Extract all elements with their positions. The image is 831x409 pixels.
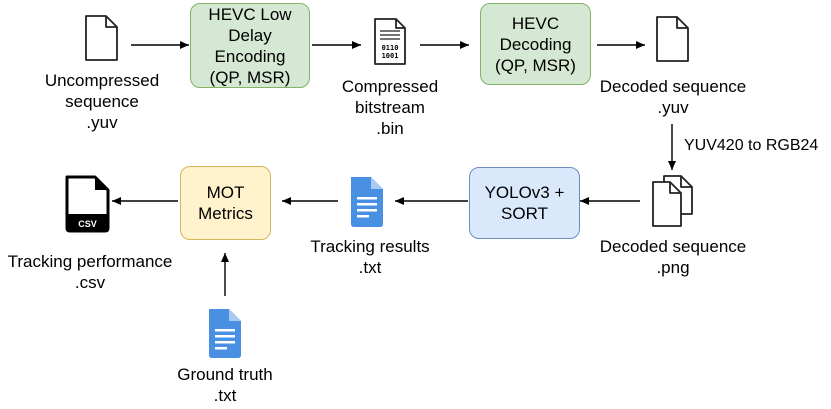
decoded-yuv-line-1: Decoded sequence — [599, 77, 747, 96]
file-icon — [656, 16, 689, 62]
decoded-png-line-1: Decoded sequence — [599, 237, 747, 256]
text-document-icon — [351, 177, 383, 227]
decoded-yuv-line-2: .yuv — [657, 98, 689, 117]
tracking-results-label: Tracking results .txt — [290, 236, 450, 278]
tracking-results-line-1: Tracking results — [310, 237, 430, 256]
ground-truth-line-2: .txt — [213, 386, 237, 405]
mot-metrics-box: MOT Metrics — [180, 166, 271, 240]
uncompressed-label: Uncompressed sequence .yuv — [22, 70, 182, 133]
hevc-decoding-box: HEVC Decoding (QP, MSR) — [480, 3, 591, 85]
yolo-sort-line-2: SORT — [501, 204, 548, 223]
tracking-performance-label: Tracking performance .csv — [0, 251, 180, 293]
csv-badge-text: CSV — [78, 219, 97, 229]
mot-metrics-line-1: MOT — [206, 183, 245, 202]
hevc-decoding-line-2: Decoding — [499, 34, 572, 54]
text-document-icon — [209, 309, 241, 358]
ground-truth-line-1: Ground truth — [177, 365, 273, 384]
csv-file-icon: CSV — [65, 175, 110, 233]
compressed-line-3: .bin — [376, 119, 404, 138]
ground-truth-label: Ground truth .txt — [160, 364, 290, 406]
conversion-edge-label: YUV420 to RGB24 — [684, 137, 818, 154]
compressed-line-2: bitstream — [355, 98, 425, 117]
mot-metrics-line-2: Metrics — [198, 204, 253, 223]
uncompressed-line-2: sequence — [65, 92, 139, 111]
decoded-png-label: Decoded sequence .png — [588, 236, 758, 278]
hevc-encoding-box: HEVC Low Delay Encoding (QP, MSR) — [190, 3, 310, 88]
tracking-results-line-2: .txt — [358, 258, 382, 277]
hevc-encoding-line-2: Delay — [228, 25, 272, 45]
hevc-encoding-line-1: HEVC Low — [208, 4, 292, 24]
file-icon — [85, 15, 118, 61]
hevc-encoding-line-4: (QP, MSR) — [209, 67, 291, 87]
decoded-png-line-2: .png — [656, 258, 690, 277]
hevc-decoding-line-1: HEVC — [511, 13, 560, 33]
uncompressed-line-3: .yuv — [86, 113, 118, 132]
hevc-decoding-line-3: (QP, MSR) — [495, 55, 576, 75]
compressed-line-1: Compressed — [341, 77, 439, 96]
binary-file-icon: 0110 1001 — [374, 18, 406, 65]
yolo-sort-box: YOLOv3 + SORT — [469, 167, 580, 239]
svg-text:1001: 1001 — [382, 52, 399, 60]
hevc-encoding-line-3: Encoding — [214, 46, 286, 66]
yolo-sort-line-1: YOLOv3 + — [484, 183, 565, 202]
compressed-label: Compressed bitstream .bin — [320, 76, 460, 139]
tracking-performance-line-1: Tracking performance — [7, 252, 173, 271]
svg-text:0110: 0110 — [382, 44, 399, 52]
uncompressed-line-1: Uncompressed — [44, 71, 160, 90]
multi-file-icon — [652, 175, 693, 227]
edge-arrows — [112, 41, 676, 296]
decoded-yuv-label: Decoded sequence .yuv — [588, 76, 758, 118]
tracking-performance-line-2: .csv — [74, 273, 106, 292]
